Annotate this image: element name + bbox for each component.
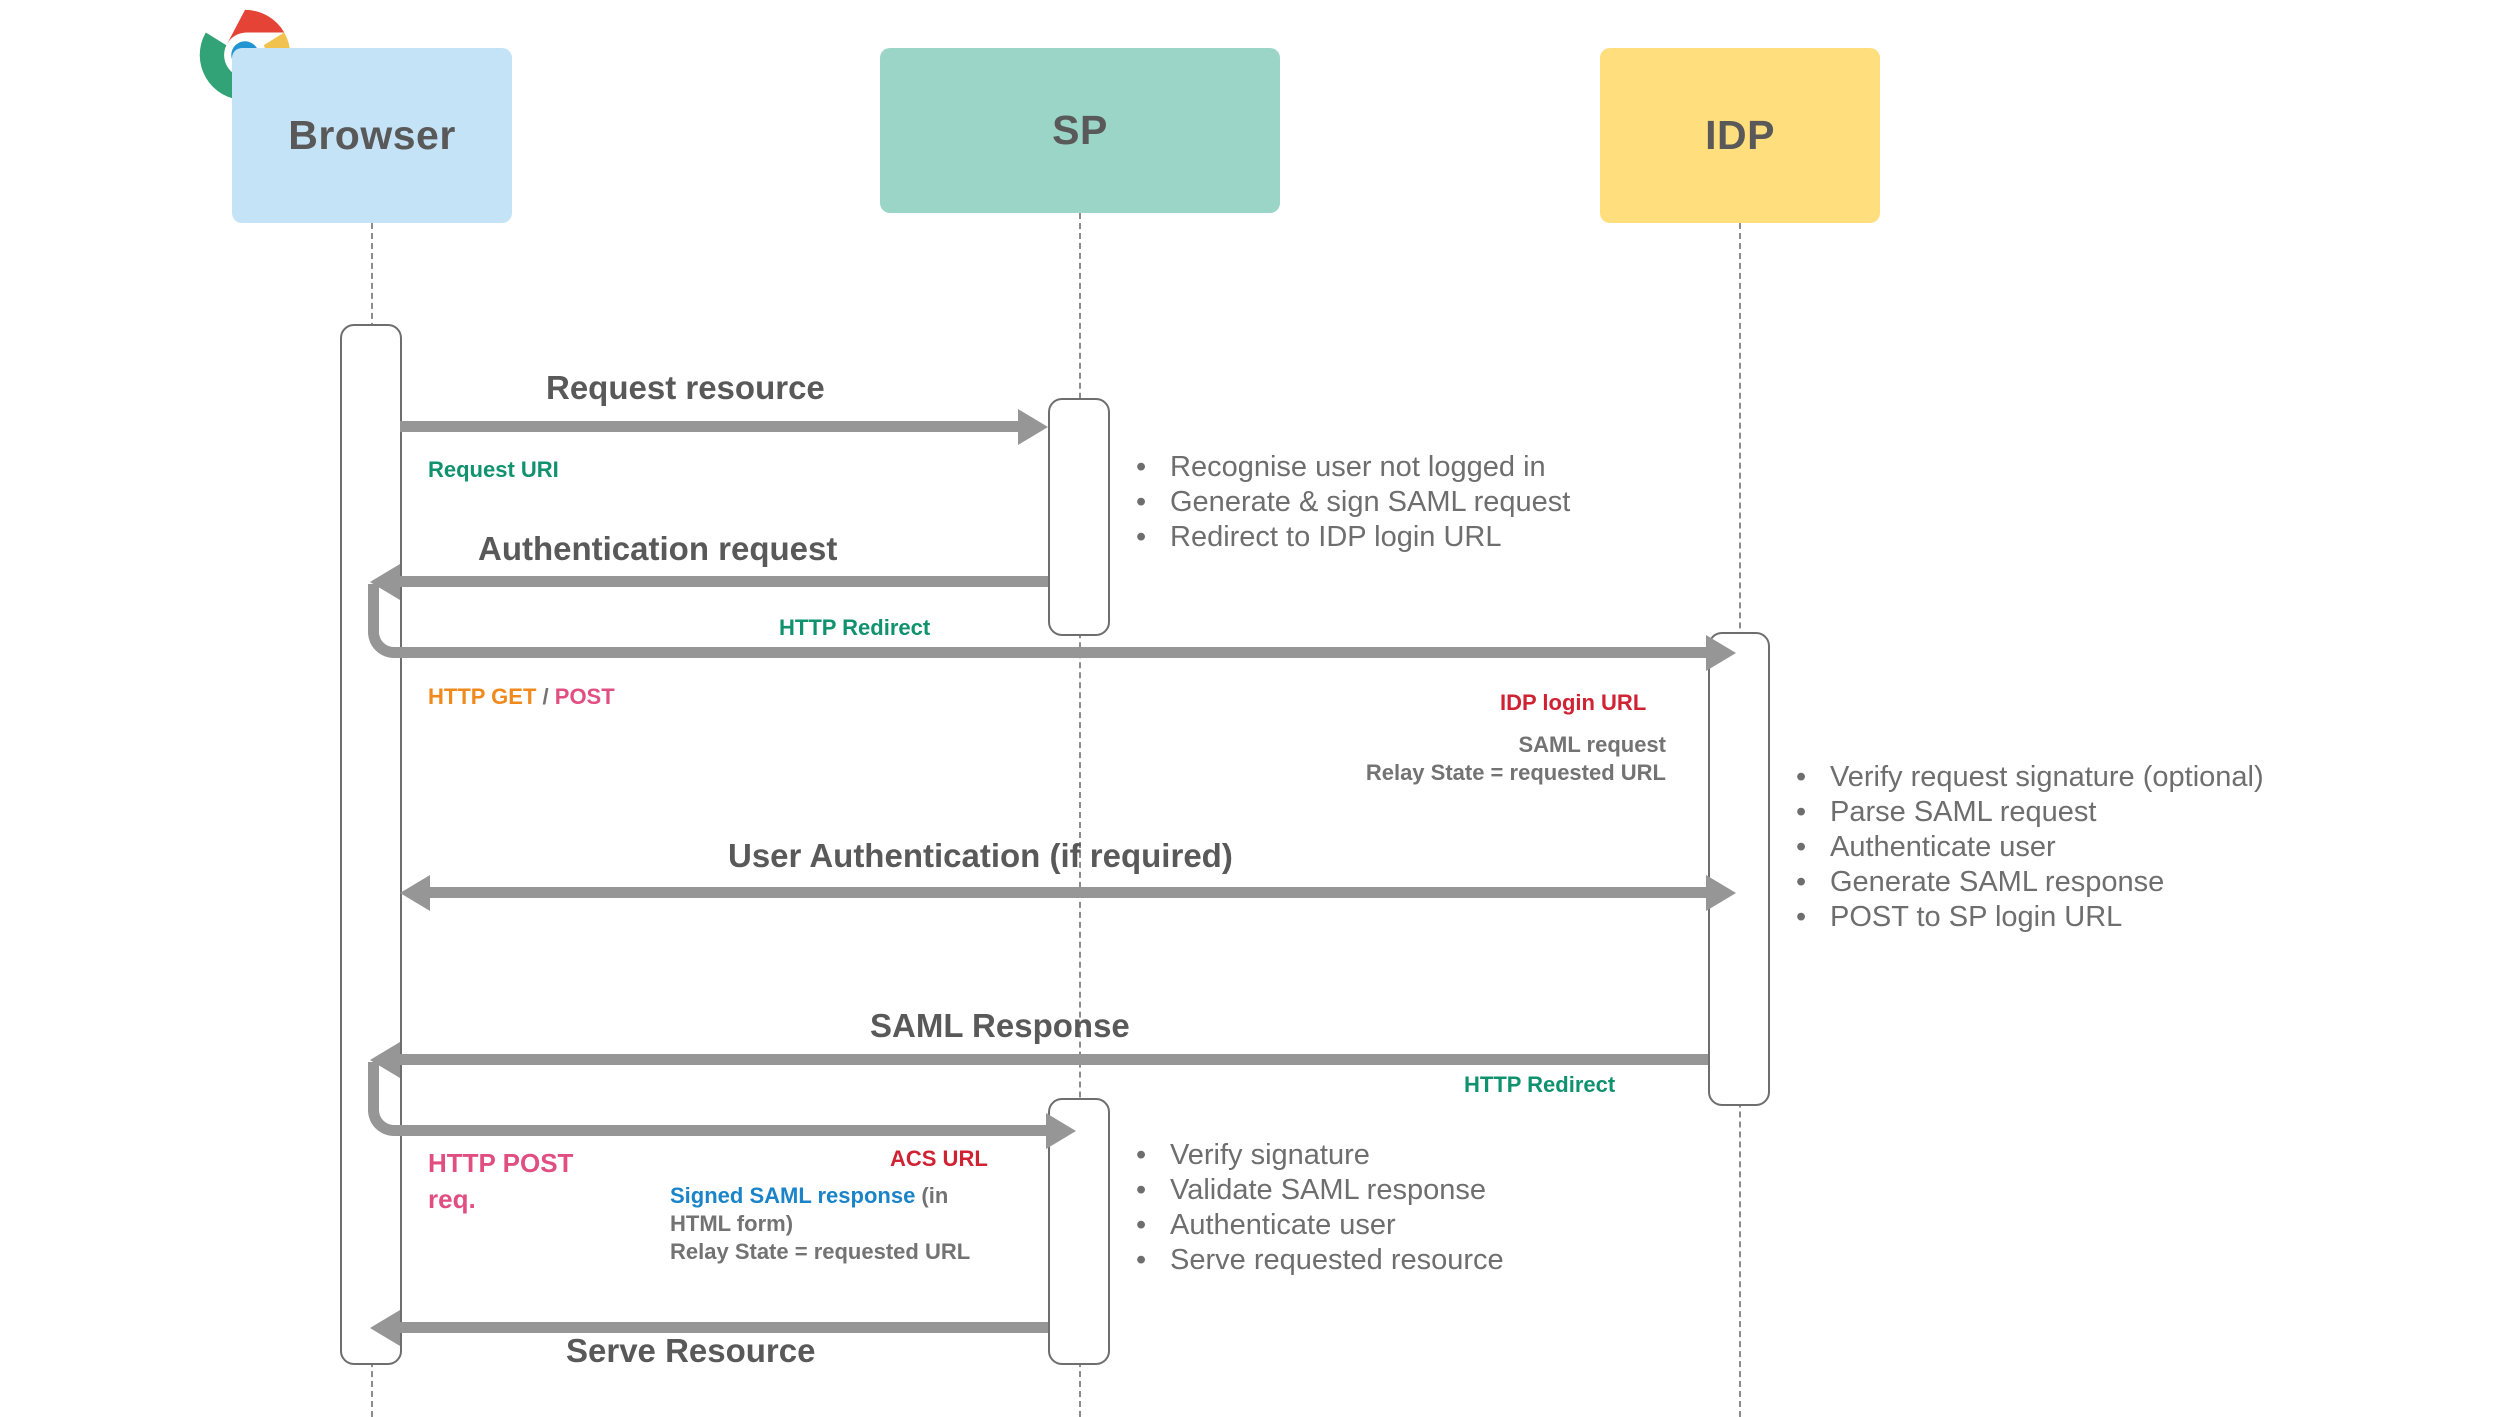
annotation-signed-saml-stack: Signed SAML response (in HTML form) Rela…	[670, 1182, 1070, 1266]
actor-sp[interactable]: SP	[880, 48, 1280, 213]
annotation-html-form-2: HTML form)	[670, 1211, 794, 1236]
annotation-http-get: HTTP GET	[428, 684, 537, 709]
message-label-authentication-request: Authentication request	[478, 530, 838, 567]
arrowhead-browser-to-sp	[1046, 1113, 1076, 1149]
annotation-acs-url: ACS URL	[890, 1146, 988, 1171]
annotation-http-redirect-2: HTTP Redirect	[1464, 1072, 1616, 1097]
annotation-signed-saml-response: Signed SAML response	[670, 1183, 916, 1208]
message-label-request-resource: Request resource	[546, 369, 825, 406]
annotation-saml-request-stack: SAML request Relay State = requested URL	[1180, 731, 1666, 787]
lifeline-sp	[1079, 213, 1081, 1417]
annotation-http-get-post: HTTP GET / POST	[428, 684, 615, 710]
arrow-request-resource	[400, 421, 1020, 432]
actor-browser[interactable]: Browser	[232, 48, 512, 223]
arrowhead-request-resource	[1018, 409, 1048, 445]
annotation-request-uri: Request URI	[428, 457, 559, 482]
redirect-elbow-browser-to-idp	[368, 584, 410, 658]
actor-idp-label: IDP	[1705, 112, 1775, 158]
annotation-saml-request: SAML request	[1518, 732, 1666, 757]
message-label-user-authentication: User Authentication (if required)	[728, 837, 1233, 874]
annotation-http-post-req: HTTP POST req.	[428, 1148, 574, 1214]
arrowhead-user-authentication-right	[1706, 875, 1736, 911]
annotation-http-redirect-1: HTTP Redirect	[779, 615, 931, 640]
note-item: Redirect to IDP login URL	[1128, 520, 1570, 555]
actor-browser-label: Browser	[288, 112, 456, 158]
note-item: Generate SAML response	[1788, 865, 2264, 900]
note-sp-first: Recognise user not logged in Generate & …	[1128, 450, 1570, 555]
arrowhead-user-authentication-left	[400, 875, 430, 911]
note-idp: Verify request signature (optional) Pars…	[1788, 760, 2264, 935]
actor-idp[interactable]: IDP	[1600, 48, 1880, 223]
arrow-authentication-request	[400, 576, 1048, 587]
note-item: Verify signature	[1128, 1138, 1504, 1173]
note-item: POST to SP login URL	[1788, 900, 2264, 935]
arrowhead-serve-resource	[370, 1310, 400, 1346]
arrow-serve-resource	[400, 1322, 1048, 1333]
redirect-elbow-browser-to-sp	[368, 1062, 410, 1136]
note-item: Recognise user not logged in	[1128, 450, 1570, 485]
note-item: Generate & sign SAML request	[1128, 485, 1570, 520]
actor-sp-label: SP	[1052, 107, 1108, 153]
annotation-idp-login-url: IDP login URL	[1500, 690, 1647, 715]
note-item: Authenticate user	[1788, 830, 2264, 865]
arrowhead-browser-to-idp	[1706, 635, 1736, 671]
note-item: Verify request signature (optional)	[1788, 760, 2264, 795]
arrow-saml-response	[400, 1054, 1708, 1065]
activation-browser	[340, 324, 402, 1365]
annotation-relay-state-1: Relay State = requested URL	[1365, 760, 1666, 785]
annotation-relay-state-2: Relay State = requested URL	[670, 1239, 971, 1264]
activation-idp	[1708, 632, 1770, 1106]
note-sp-second: Verify signature Validate SAML response …	[1128, 1138, 1504, 1278]
note-item: Validate SAML response	[1128, 1173, 1504, 1208]
annotation-post: POST	[554, 684, 615, 709]
annotation-in-html-form: (in	[915, 1183, 949, 1208]
note-item: Authenticate user	[1128, 1208, 1504, 1243]
annotation-signed-saml-line: Signed SAML response (in	[670, 1182, 1070, 1210]
activation-sp-first	[1048, 398, 1110, 636]
note-item: Parse SAML request	[1788, 795, 2264, 830]
arrow-browser-to-idp	[400, 647, 1708, 658]
message-label-serve-resource: Serve Resource	[566, 1332, 816, 1369]
annotation-slash: /	[542, 684, 549, 709]
message-label-saml-response: SAML Response	[870, 1007, 1130, 1044]
note-item: Serve requested resource	[1128, 1243, 1504, 1278]
arrow-browser-to-sp	[400, 1125, 1048, 1136]
arrow-user-authentication	[430, 887, 1708, 898]
